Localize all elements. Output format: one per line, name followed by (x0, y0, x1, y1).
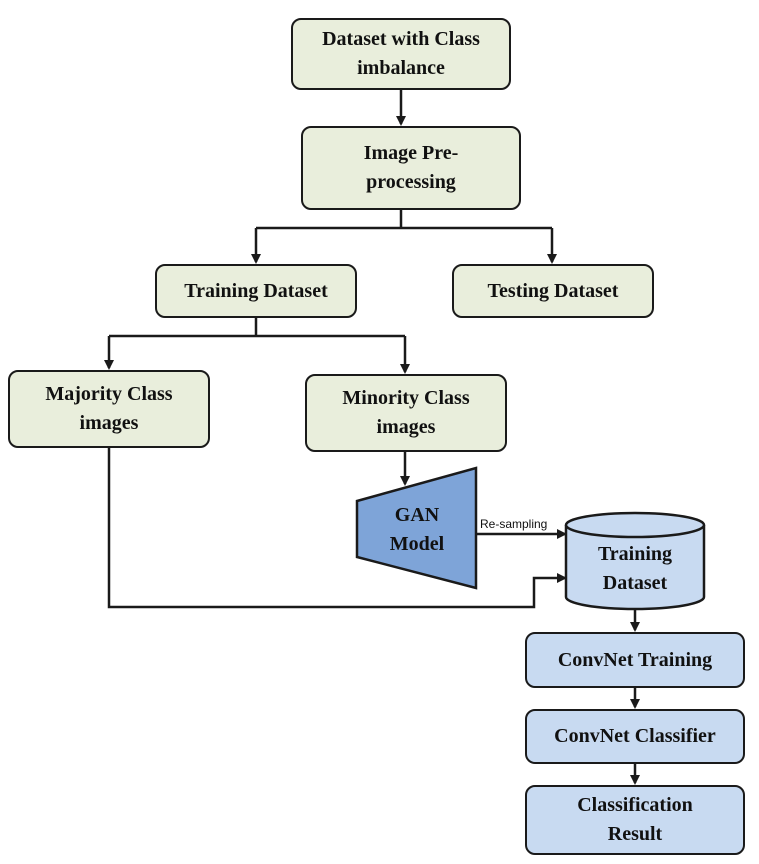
training-db-cylinder-shape (564, 511, 706, 611)
node-dataset-label: Dataset with Class imbalance (322, 28, 480, 79)
node-classification-result-label: Classification Result (577, 794, 693, 845)
node-dataset: Dataset with Class imbalance (291, 18, 511, 90)
node-training-dataset: Training Dataset (155, 264, 357, 318)
node-classification-result: Classification Result (525, 785, 745, 855)
arrow-majority-to-training-db (107, 448, 567, 609)
node-testing-dataset-label: Testing Dataset (487, 279, 619, 302)
node-convnet-classifier-label: ConvNet Classifier (554, 725, 716, 747)
node-minority-class: Minority Class images (305, 374, 507, 452)
node-majority-class-label: Majority Class images (45, 383, 173, 434)
node-convnet-training-label: ConvNet Training (557, 648, 713, 671)
node-majority-class: Majority Class images (8, 370, 210, 448)
node-gan-model: GAN Model (367, 500, 467, 560)
gan-trapezoid-shape (355, 466, 478, 590)
edge-label-resampling: Re-sampling (480, 517, 548, 531)
node-gan-model-label: GAN Model (389, 504, 445, 555)
node-preprocessing-label: Image Pre-processing (363, 142, 459, 193)
node-testing-dataset: Testing Dataset (452, 264, 654, 318)
node-training-dataset-label: Training Dataset (184, 279, 328, 302)
node-training-db: Training Dataset (566, 538, 704, 600)
node-preprocessing: Image Pre-processing (301, 126, 521, 210)
node-convnet-training: ConvNet Training (525, 632, 745, 688)
node-convnet-classifier: ConvNet Classifier (525, 709, 745, 764)
node-training-db-label: Training Dataset (597, 543, 673, 594)
node-minority-class-label: Minority Class images (342, 387, 470, 438)
